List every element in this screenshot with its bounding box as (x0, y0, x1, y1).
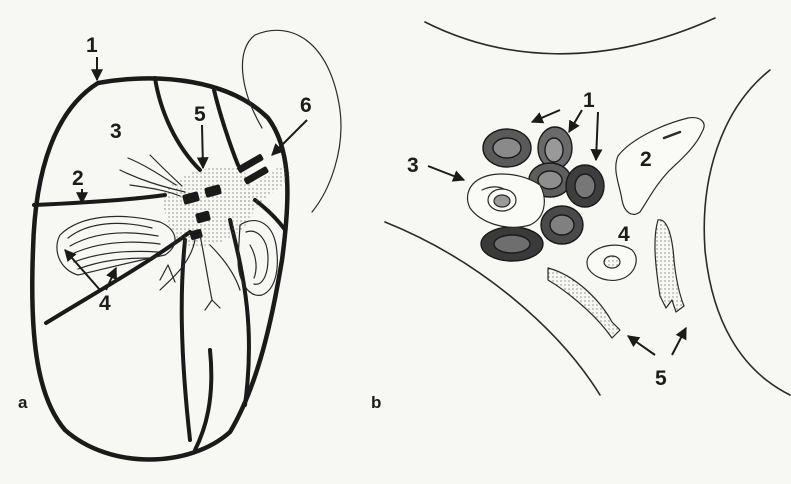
label-a5: 5 (194, 103, 206, 126)
arrow-a4-right (106, 268, 116, 290)
label-b2: 2 (640, 148, 652, 171)
label-a2: 2 (72, 167, 84, 190)
label-a3: 3 (110, 120, 122, 143)
arrow-b5-left (628, 336, 655, 355)
arrow-b1-left (532, 110, 560, 122)
germinal-center (57, 216, 175, 275)
capsule-outline (32, 78, 287, 459)
label-b4: 4 (618, 223, 630, 246)
arrow-b5-right (672, 328, 686, 355)
reticular-cell (616, 118, 704, 215)
macrophage (468, 174, 545, 227)
arrow-a5 (202, 125, 203, 168)
right-lobule (238, 221, 277, 296)
label-a6: 6 (300, 94, 312, 117)
label-b3: 3 (407, 154, 419, 177)
arrow-b1-right (596, 112, 598, 160)
panel-b-cells: 1 2 3 4 5 b (371, 18, 790, 412)
label-b5: 5 (655, 367, 667, 390)
arrow-b3 (428, 166, 464, 180)
panel-a-lymph-node: 1 2 3 4 5 6 a (18, 30, 341, 459)
label-b1: 1 (583, 89, 595, 112)
trabeculae (34, 78, 285, 450)
panel-tag-a: a (18, 393, 28, 412)
arrow-b1-mid (569, 110, 582, 132)
vessel-wall-top (425, 18, 715, 54)
label-a4: 4 (99, 292, 111, 315)
small-cell-4 (587, 245, 636, 280)
vessel-wall-right (704, 70, 790, 395)
panel-tag-b: b (371, 393, 381, 412)
label-a1: 1 (86, 34, 98, 57)
